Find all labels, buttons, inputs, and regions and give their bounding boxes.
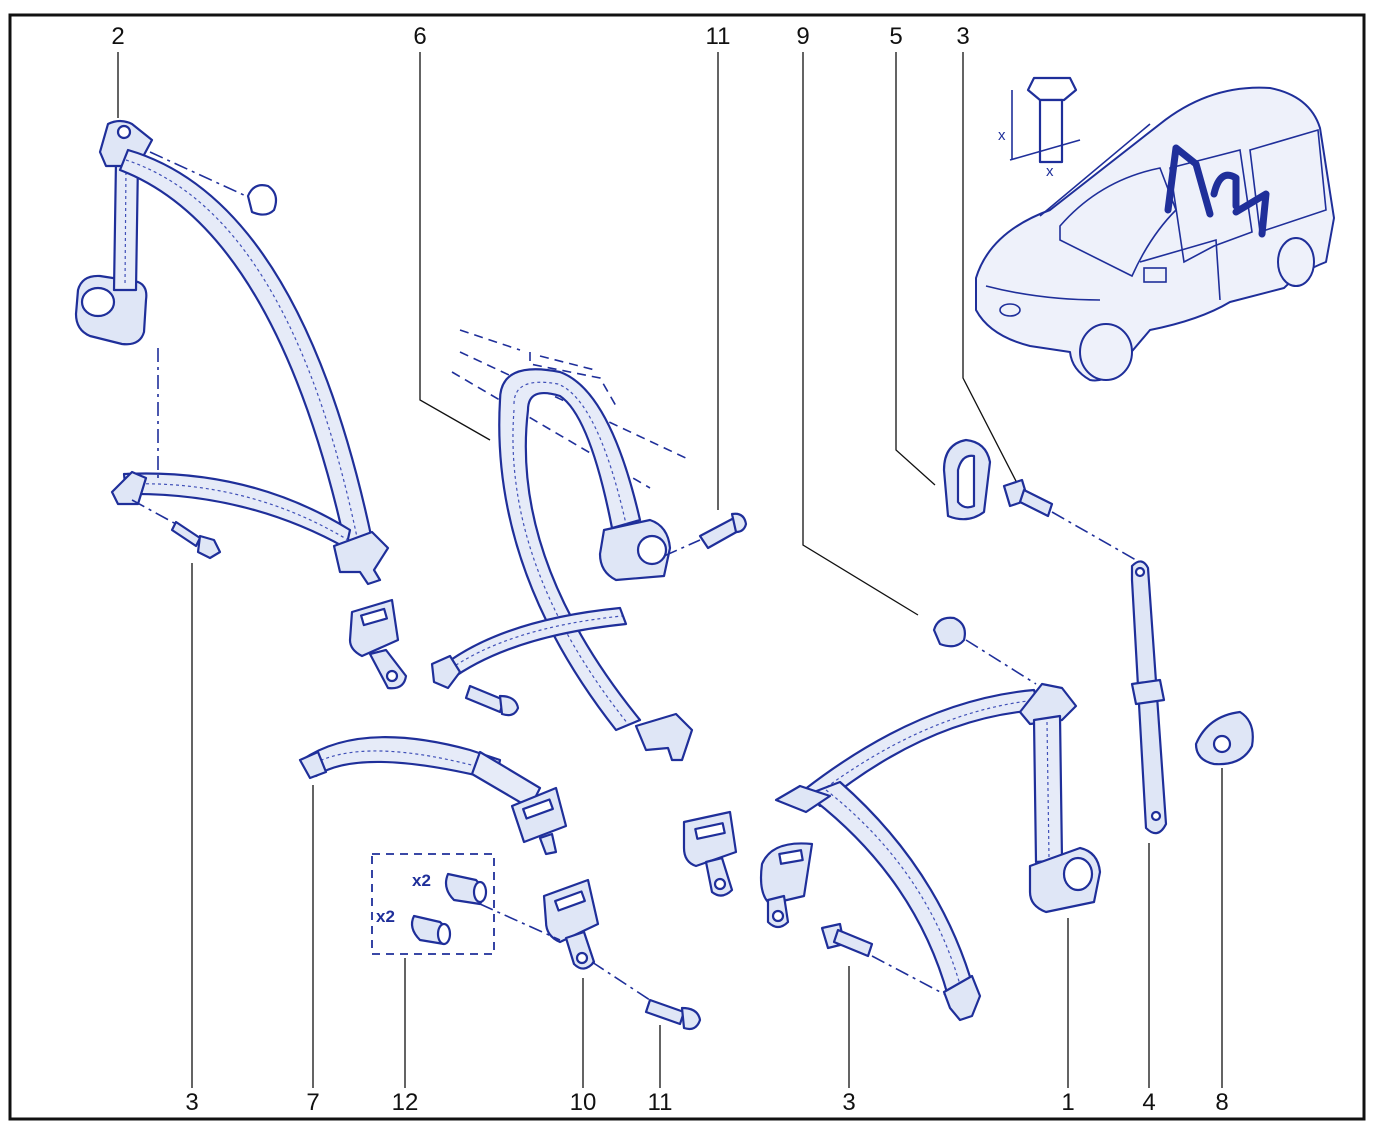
callout-10-bottom: 10 bbox=[570, 1089, 597, 1116]
van-belt-highlight bbox=[1164, 144, 1214, 218]
callout-11-top: 11 bbox=[706, 23, 731, 50]
callout-6-top: 6 bbox=[413, 23, 426, 50]
van-front-wheel bbox=[1079, 323, 1133, 381]
callout-9-top: 9 bbox=[796, 23, 809, 50]
rear-belt-center bbox=[430, 329, 748, 762]
front-belt-left bbox=[74, 119, 390, 586]
callout-7-bottom: 7 bbox=[306, 1089, 319, 1116]
callout-5-top: 5 bbox=[889, 23, 902, 50]
callout-3-top: 3 bbox=[956, 23, 969, 50]
callout-3-bottom-left: 3 bbox=[185, 1089, 198, 1116]
front-belt-right bbox=[774, 616, 1102, 1022]
bolt-11-bottom bbox=[644, 998, 702, 1031]
bolt-rear-lower bbox=[464, 684, 520, 717]
callout-2-top: 2 bbox=[111, 23, 124, 50]
cover-8 bbox=[1194, 710, 1254, 766]
buckle-center-b bbox=[759, 842, 814, 929]
bolt-dimension-detail: x x bbox=[998, 76, 1081, 180]
dimension-x-horizontal: x bbox=[1046, 163, 1054, 180]
buckle-strap bbox=[298, 736, 568, 856]
callout-1-bottom: 1 bbox=[1061, 1089, 1074, 1116]
van-inset: x x bbox=[975, 76, 1335, 382]
cap-right bbox=[932, 616, 966, 648]
buckle-center-a bbox=[682, 810, 738, 897]
kit-multiplier-lower: x2 bbox=[376, 907, 395, 926]
upper-guide-right bbox=[1018, 682, 1078, 726]
callout-8-bottom: 8 bbox=[1215, 1089, 1228, 1116]
cap-left bbox=[246, 184, 278, 216]
bolt-kit-12: x2 x2 bbox=[371, 853, 495, 955]
bolt-left bbox=[131, 499, 222, 560]
callout-labels-bottom: 3 7 12 10 11 3 1 4 8 bbox=[185, 1089, 1228, 1116]
callout-4-bottom: 4 bbox=[1142, 1089, 1155, 1116]
height-adjuster-rail-4 bbox=[1130, 560, 1168, 835]
buckle-left bbox=[348, 598, 408, 690]
dimension-x-vertical: x bbox=[998, 127, 1006, 144]
van-rear-wheel bbox=[1277, 237, 1315, 287]
diagram-frame bbox=[8, 13, 1366, 1121]
leader-lines bbox=[117, 52, 1223, 1088]
callout-labels-top: 2 6 11 9 5 3 bbox=[111, 23, 969, 50]
trim-cover-5 bbox=[942, 438, 992, 521]
bolt-rear-upper bbox=[663, 512, 748, 557]
kit-multiplier-upper: x2 bbox=[412, 871, 431, 890]
callout-12-bottom: 12 bbox=[392, 1089, 419, 1116]
bolt-right bbox=[1002, 478, 1137, 561]
buckle-10 bbox=[479, 878, 657, 1005]
kit-box bbox=[371, 853, 495, 955]
callout-3-bottom-center: 3 bbox=[842, 1089, 855, 1116]
bolt-center bbox=[820, 922, 945, 995]
callout-11-bottom: 11 bbox=[648, 1089, 673, 1116]
